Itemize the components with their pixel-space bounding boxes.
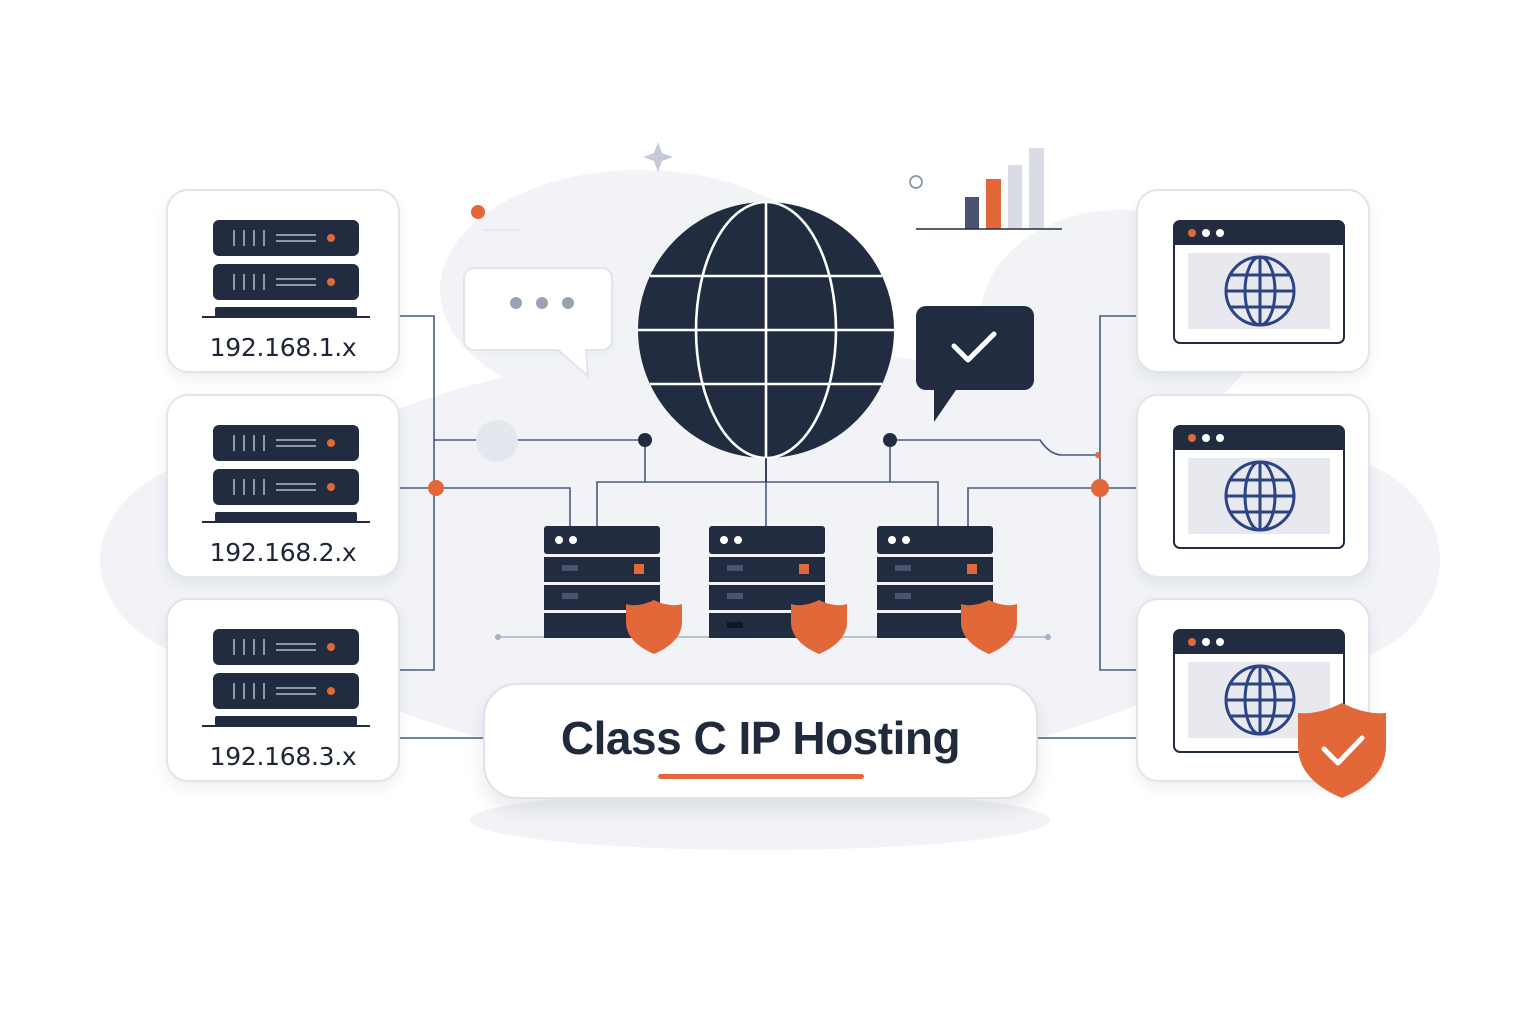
check-bubble-icon [916,306,1034,422]
subnet-card-3: 192.168.3.x [166,598,400,782]
sparkle-icon [643,142,673,172]
title-banner: Class C IP Hosting [483,683,1038,799]
subnet-label: 192.168.3.x [209,742,357,771]
website-card-1 [1136,189,1370,373]
server-rack-icon [202,629,370,727]
globe-icon [1224,255,1296,327]
globe-icon [638,200,894,482]
bar-chart-icon [916,148,1062,230]
server-stack-3 [877,526,993,638]
shield-icon [791,600,847,654]
chat-bubble-icon [463,267,616,379]
subnet-card-1: 192.168.1.x [166,189,400,373]
browser-window-icon [1173,220,1345,344]
browser-window-icon [1173,425,1345,549]
globe-icon [1224,664,1296,736]
server-stack-2 [709,526,825,638]
subnet-label: 192.168.2.x [209,538,357,567]
server-rack-icon [202,220,370,318]
shield-icon [626,600,682,654]
subnet-label: 192.168.1.x [209,333,357,362]
title-underline [658,774,864,779]
shield-check-icon [1298,703,1386,798]
server-rack-icon [202,425,370,523]
website-card-2 [1136,394,1370,578]
diagram-title: Class C IP Hosting [560,712,961,764]
subnet-card-2: 192.168.2.x [166,394,400,578]
globe-icon [1224,460,1296,532]
shield-icon [961,600,1017,654]
